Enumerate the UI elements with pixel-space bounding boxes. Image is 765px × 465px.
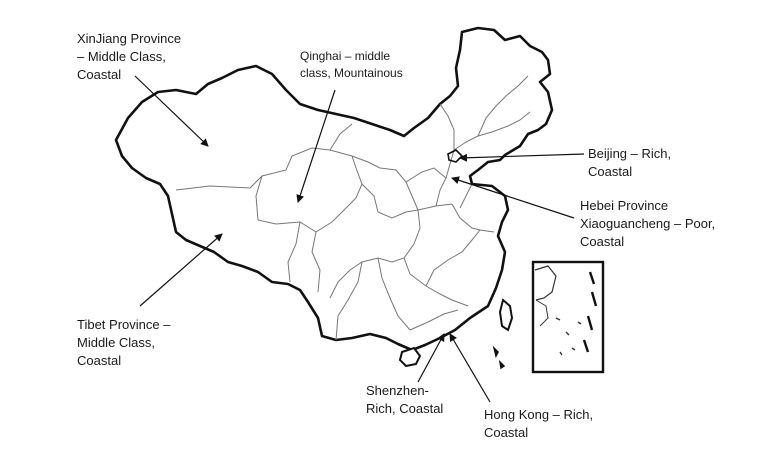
label-qinghai: Qinghai – middle class, Mountainous xyxy=(300,49,403,80)
label-hongkong: Hong Kong – Rich, Coastal xyxy=(484,407,594,440)
label-beijing: Beijing – Rich, Coastal xyxy=(588,146,672,179)
beijing-region xyxy=(447,149,464,163)
arrow-hebei xyxy=(451,176,575,219)
hainan-island xyxy=(398,346,422,368)
south-china-sea-inset xyxy=(531,260,605,374)
arrow-hongkong xyxy=(449,333,491,403)
taiwan-island xyxy=(498,298,514,332)
arrow-qinghai xyxy=(296,89,336,203)
label-shenzhen: Shenzhen- Rich, Coastal xyxy=(366,383,444,416)
arrow-xinjiang xyxy=(134,75,209,147)
arrow-tibet xyxy=(139,233,223,307)
label-tibet: Tibet Province – Middle Class, Coastal xyxy=(77,317,171,368)
label-xinjiang: XinJiang Province – Middle Class, Coasta… xyxy=(77,31,182,82)
province-borders xyxy=(175,75,531,341)
label-hebei: Hebei Province Xiaoguancheng – Poor, Coa… xyxy=(580,198,716,249)
coastal-islands xyxy=(492,345,506,370)
arrow-beijing xyxy=(459,153,585,162)
annotation-arrows xyxy=(134,75,585,403)
arrow-shenzhen xyxy=(417,333,445,383)
